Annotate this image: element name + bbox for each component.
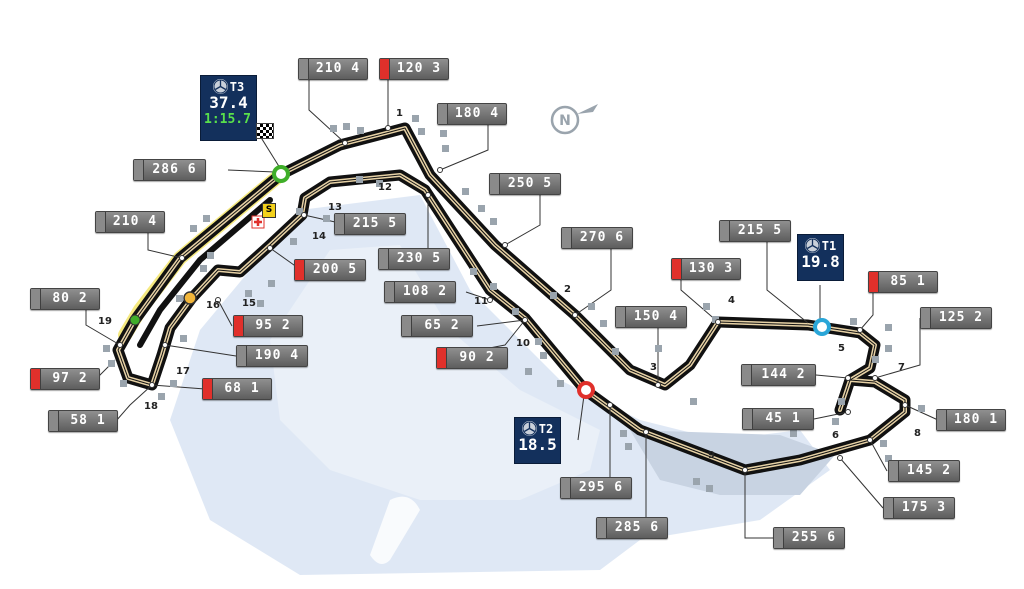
lap-time: 1:15.7 — [204, 112, 251, 127]
sector-2-time: 18.5 — [518, 435, 557, 454]
north-compass-icon: N — [550, 104, 598, 135]
speed-label: 215 5 — [719, 220, 791, 242]
sector-3-time: 37.4 — [209, 93, 248, 112]
speed-label: 130 3 — [671, 258, 741, 280]
speed-label: 210 4 — [298, 58, 368, 80]
speed-label: 85 1 — [868, 271, 938, 293]
safety-car-marker: S — [262, 203, 276, 218]
speed-label: 120 3 — [379, 58, 449, 80]
speed-label: 144 2 — [741, 364, 816, 386]
track — [112, 122, 911, 476]
sector-3-end-point — [129, 314, 141, 326]
speed-label: 250 5 — [489, 173, 561, 195]
speed-label: 45 1 — [742, 408, 814, 430]
turn-15: 15 — [242, 298, 256, 309]
turn-12: 12 — [378, 182, 392, 193]
speed-label: 125 2 — [920, 307, 992, 329]
sector-1-point — [813, 318, 831, 336]
sector-3-name: T3 — [229, 79, 245, 94]
turn-18: 18 — [144, 401, 158, 412]
speed-label: 90 2 — [436, 347, 508, 369]
speed-label: 97 2 — [30, 368, 100, 390]
turn-10: 10 — [516, 338, 530, 349]
speed-label: 145 2 — [888, 460, 960, 482]
speed-label: 230 5 — [378, 248, 450, 270]
turn-13: 13 — [328, 202, 342, 213]
turn-4: 4 — [728, 295, 735, 306]
svg-text:N: N — [559, 113, 571, 129]
sector-1-box: T1 19.8 — [797, 234, 844, 281]
turn-19: 19 — [98, 316, 112, 327]
turn-3: 3 — [650, 362, 657, 373]
speed-label: 95 2 — [233, 315, 303, 337]
mercedes-star-icon — [212, 79, 228, 94]
medical-cross-icon — [251, 215, 265, 229]
turn-11: 11 — [474, 296, 488, 307]
turn-1: 1 — [396, 108, 403, 119]
speed-label: 190 4 — [236, 345, 308, 367]
sector-2-point — [577, 381, 595, 399]
speed-label: 175 3 — [883, 497, 955, 519]
harbour-pier — [370, 496, 420, 564]
sector-1-name: T1 — [821, 238, 837, 253]
speed-label: 150 4 — [615, 306, 687, 328]
mercedes-star-icon — [521, 421, 537, 436]
checkered-flag-icon — [256, 123, 274, 139]
kerb-markers — [103, 115, 925, 492]
turn-2: 2 — [564, 284, 571, 295]
speed-label: 65 2 — [401, 315, 473, 337]
turn-5: 5 — [838, 343, 845, 354]
sector-2-box: T2 18.5 — [514, 417, 561, 464]
turn-14: 14 — [312, 231, 326, 242]
turn-6: 6 — [832, 430, 839, 441]
sector-3-box: T3 37.4 1:15.7 — [200, 75, 257, 141]
speed-label: 108 2 — [384, 281, 456, 303]
speed-label: 68 1 — [202, 378, 272, 400]
turn-8: 8 — [914, 428, 921, 439]
track-dots — [117, 125, 908, 473]
mercedes-star-icon — [804, 238, 820, 253]
speed-label: 200 5 — [294, 259, 366, 281]
speed-label: 80 2 — [30, 288, 100, 310]
speed-label: 285 6 — [596, 517, 668, 539]
speed-label: 270 6 — [561, 227, 633, 249]
turn-9: 9 — [708, 450, 715, 461]
speed-label: 180 1 — [936, 409, 1006, 431]
speed-label: 215 5 — [334, 213, 406, 235]
speed-label: 286 6 — [133, 159, 206, 181]
sector-2-name: T2 — [538, 421, 554, 436]
turn-16: 16 — [206, 300, 220, 311]
speed-label: 58 1 — [48, 410, 118, 432]
speed-label: 255 6 — [773, 527, 845, 549]
speed-label: 180 4 — [437, 103, 507, 125]
speed-label: 295 6 — [560, 477, 632, 499]
sector-1-time: 19.8 — [801, 252, 840, 271]
drs-point — [183, 291, 197, 305]
turn-17: 17 — [176, 366, 190, 377]
sector-3-point — [272, 165, 290, 183]
speed-label: 210 4 — [95, 211, 165, 233]
turn-7: 7 — [898, 362, 905, 373]
